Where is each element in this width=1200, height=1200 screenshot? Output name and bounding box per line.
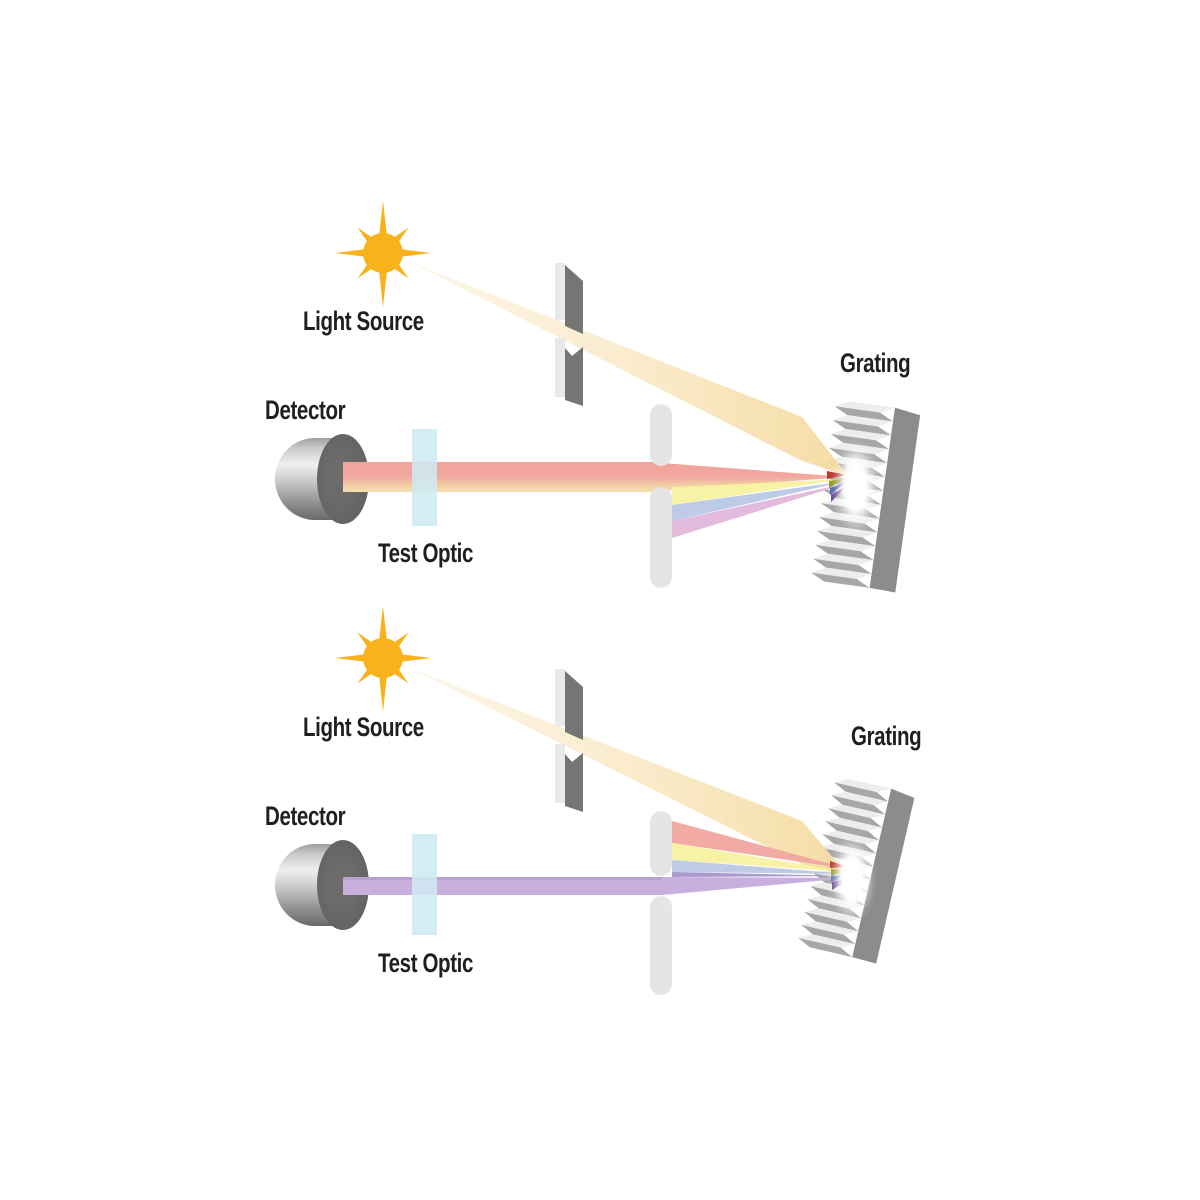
selected-beam-purple	[343, 877, 662, 895]
detector-label: Detector	[265, 801, 346, 831]
grating-label: Grating	[840, 348, 911, 378]
detector-label: Detector	[265, 395, 346, 425]
selection-slit-lower	[650, 896, 672, 995]
selection-slit-lower	[650, 487, 672, 588]
light-source-label: Light Source	[303, 306, 424, 336]
grating-glow-core	[839, 851, 865, 907]
entrance-slit-graphic	[555, 669, 583, 812]
incident-beam	[410, 668, 849, 876]
detector-graphic	[275, 840, 369, 930]
selected-beam-purple-edge	[343, 877, 662, 880]
grating-label: Grating	[851, 721, 922, 751]
selection-slit-upper	[650, 811, 672, 876]
detector-aperture	[317, 840, 369, 930]
test-optic-graphic	[412, 834, 437, 935]
selection-slit-upper	[650, 404, 672, 466]
light-source-star-icon	[335, 606, 431, 712]
test-optic-label: Test Optic	[378, 538, 474, 568]
light-source-label: Light Source	[303, 712, 424, 742]
test-optic-label: Test Optic	[378, 948, 474, 978]
grating-glow-core	[842, 456, 868, 516]
test-optic-graphic	[412, 429, 437, 526]
